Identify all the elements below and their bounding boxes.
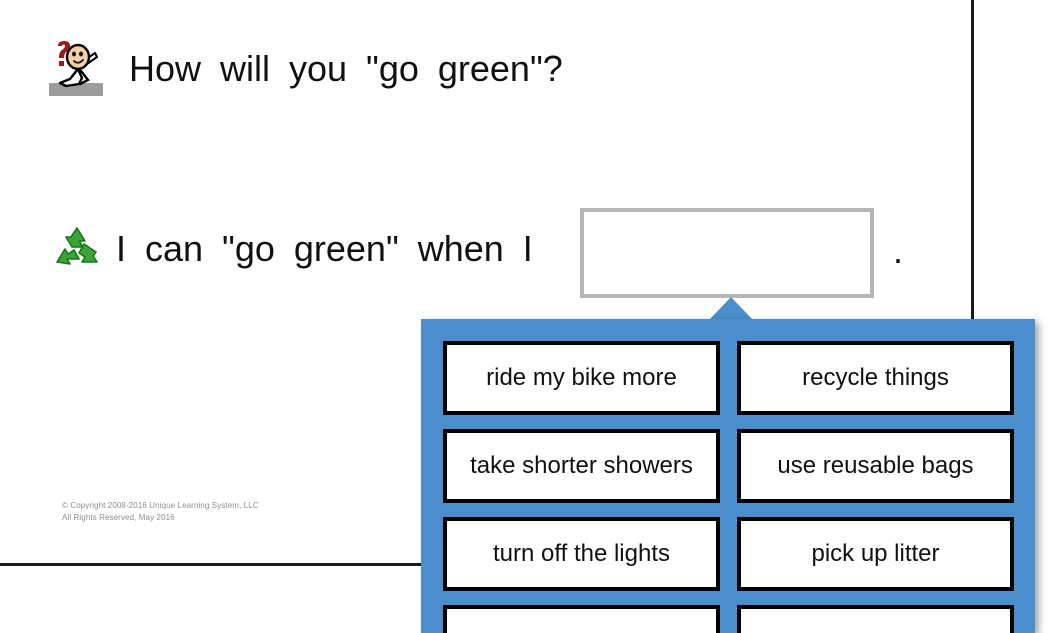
choices-grid: ride my bike more recycle things take sh… [443,341,1015,633]
sentence-period: . [893,230,904,271]
recycle-icon [52,225,102,273]
choice-card[interactable]: recycle things [737,341,1014,415]
choice-card[interactable]: pick up litter [737,517,1014,591]
choice-card[interactable] [737,605,1014,633]
choice-label: ride my bike more [486,363,677,391]
choice-card[interactable]: use reusable bags [737,429,1014,503]
choice-label: use reusable bags [777,451,974,479]
choice-card[interactable]: turn off the lights [443,517,720,591]
answer-blank-input[interactable] [580,208,874,298]
answer-prompt-row: I can "go green" when I [52,225,533,273]
choice-label: take shorter showers [470,451,693,479]
copyright-line-2: All Rights Reserved, May 2016 [62,512,175,522]
person-thinking-question-icon [48,40,110,98]
question-row: How will you "go green"? [48,40,563,98]
page-border-right [971,0,974,633]
choice-card[interactable] [443,605,720,633]
choice-label: turn off the lights [493,539,670,567]
choice-card[interactable]: take shorter showers [443,429,720,503]
choices-popup-panel: ride my bike more recycle things take sh… [421,319,1035,633]
question-text: How will you "go green"? [129,48,563,89]
answer-prompt-text: I can "go green" when I [116,228,533,269]
choice-card[interactable]: ride my bike more [443,341,720,415]
choice-label: pick up litter [811,539,940,567]
choice-label: recycle things [802,363,949,391]
up-triangle-icon [709,297,753,320]
copyright-line-1: © Copyright 2008-2016 Unique Learning Sy… [62,501,259,510]
copyright-notice: © Copyright 2008-2016 Unique Learning Sy… [62,500,259,523]
